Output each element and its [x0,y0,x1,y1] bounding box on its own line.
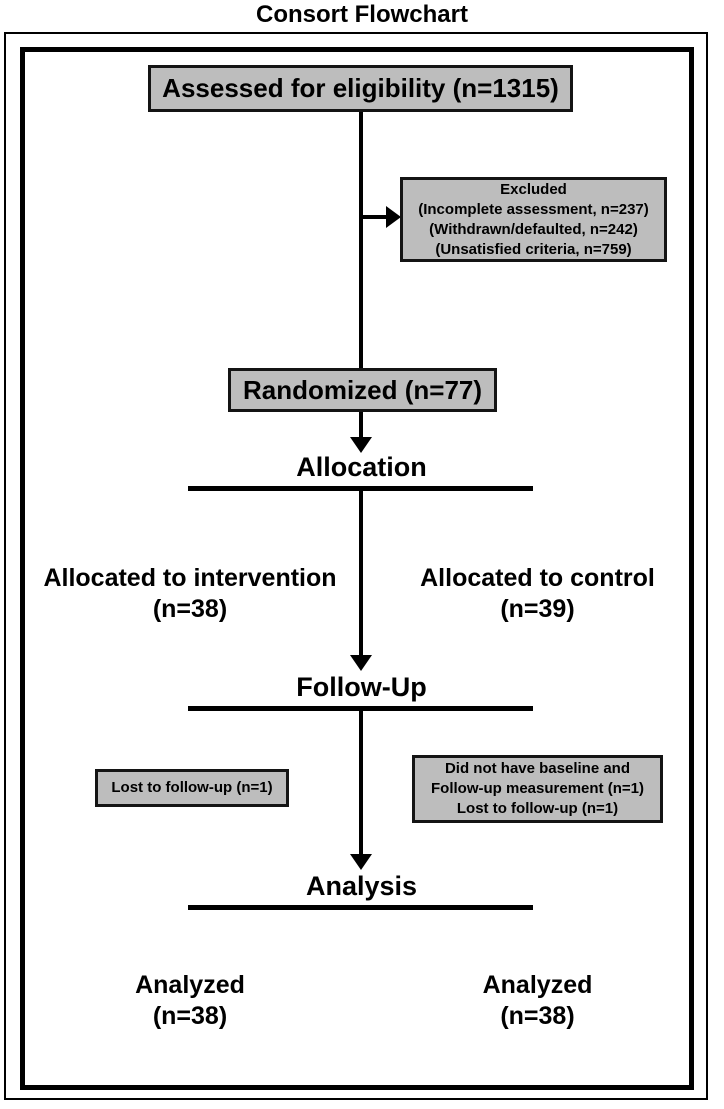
lost-followup-control-box: Did not have baseline and Follow-up meas… [412,755,663,823]
lost-followup-intervention-box: Lost to follow-up (n=1) [95,769,289,807]
arrow-down-icon [350,854,372,870]
excluded-box: Excluded (Incomplete assessment, n=237) … [400,177,667,262]
followup-divider [188,706,533,711]
arrow-right-icon [386,206,401,228]
inner-frame [20,47,694,1090]
allocation-divider [188,486,533,491]
outer-frame [4,32,708,1100]
allocated-control-label: Allocated to control (n=39) [420,564,655,623]
page-title: Consort Flowchart [255,1,468,28]
analysis-divider [188,905,533,910]
connector-randomized-to-allocation [359,412,363,439]
arrow-down-icon [350,655,372,671]
connector-followup-to-analysis [359,711,363,854]
arrow-down-icon [350,437,372,453]
allocation-heading: Allocation [296,452,427,482]
randomized-box: Randomized (n=77) [228,368,497,412]
allocated-intervention-label: Allocated to intervention (n=38) [43,564,337,623]
followup-heading: Follow-Up [296,672,427,702]
analyzed-intervention-label: Analyzed (n=38) [135,971,245,1030]
connector-allocation-to-followup [359,491,363,655]
analysis-heading: Analysis [305,871,418,901]
assessed-eligibility-box: Assessed for eligibility (n=1315) [148,65,573,112]
analyzed-control-label: Analyzed (n=38) [482,971,593,1030]
connector-assessed-to-randomized [359,112,363,368]
connector-excluded-branch [361,215,388,219]
